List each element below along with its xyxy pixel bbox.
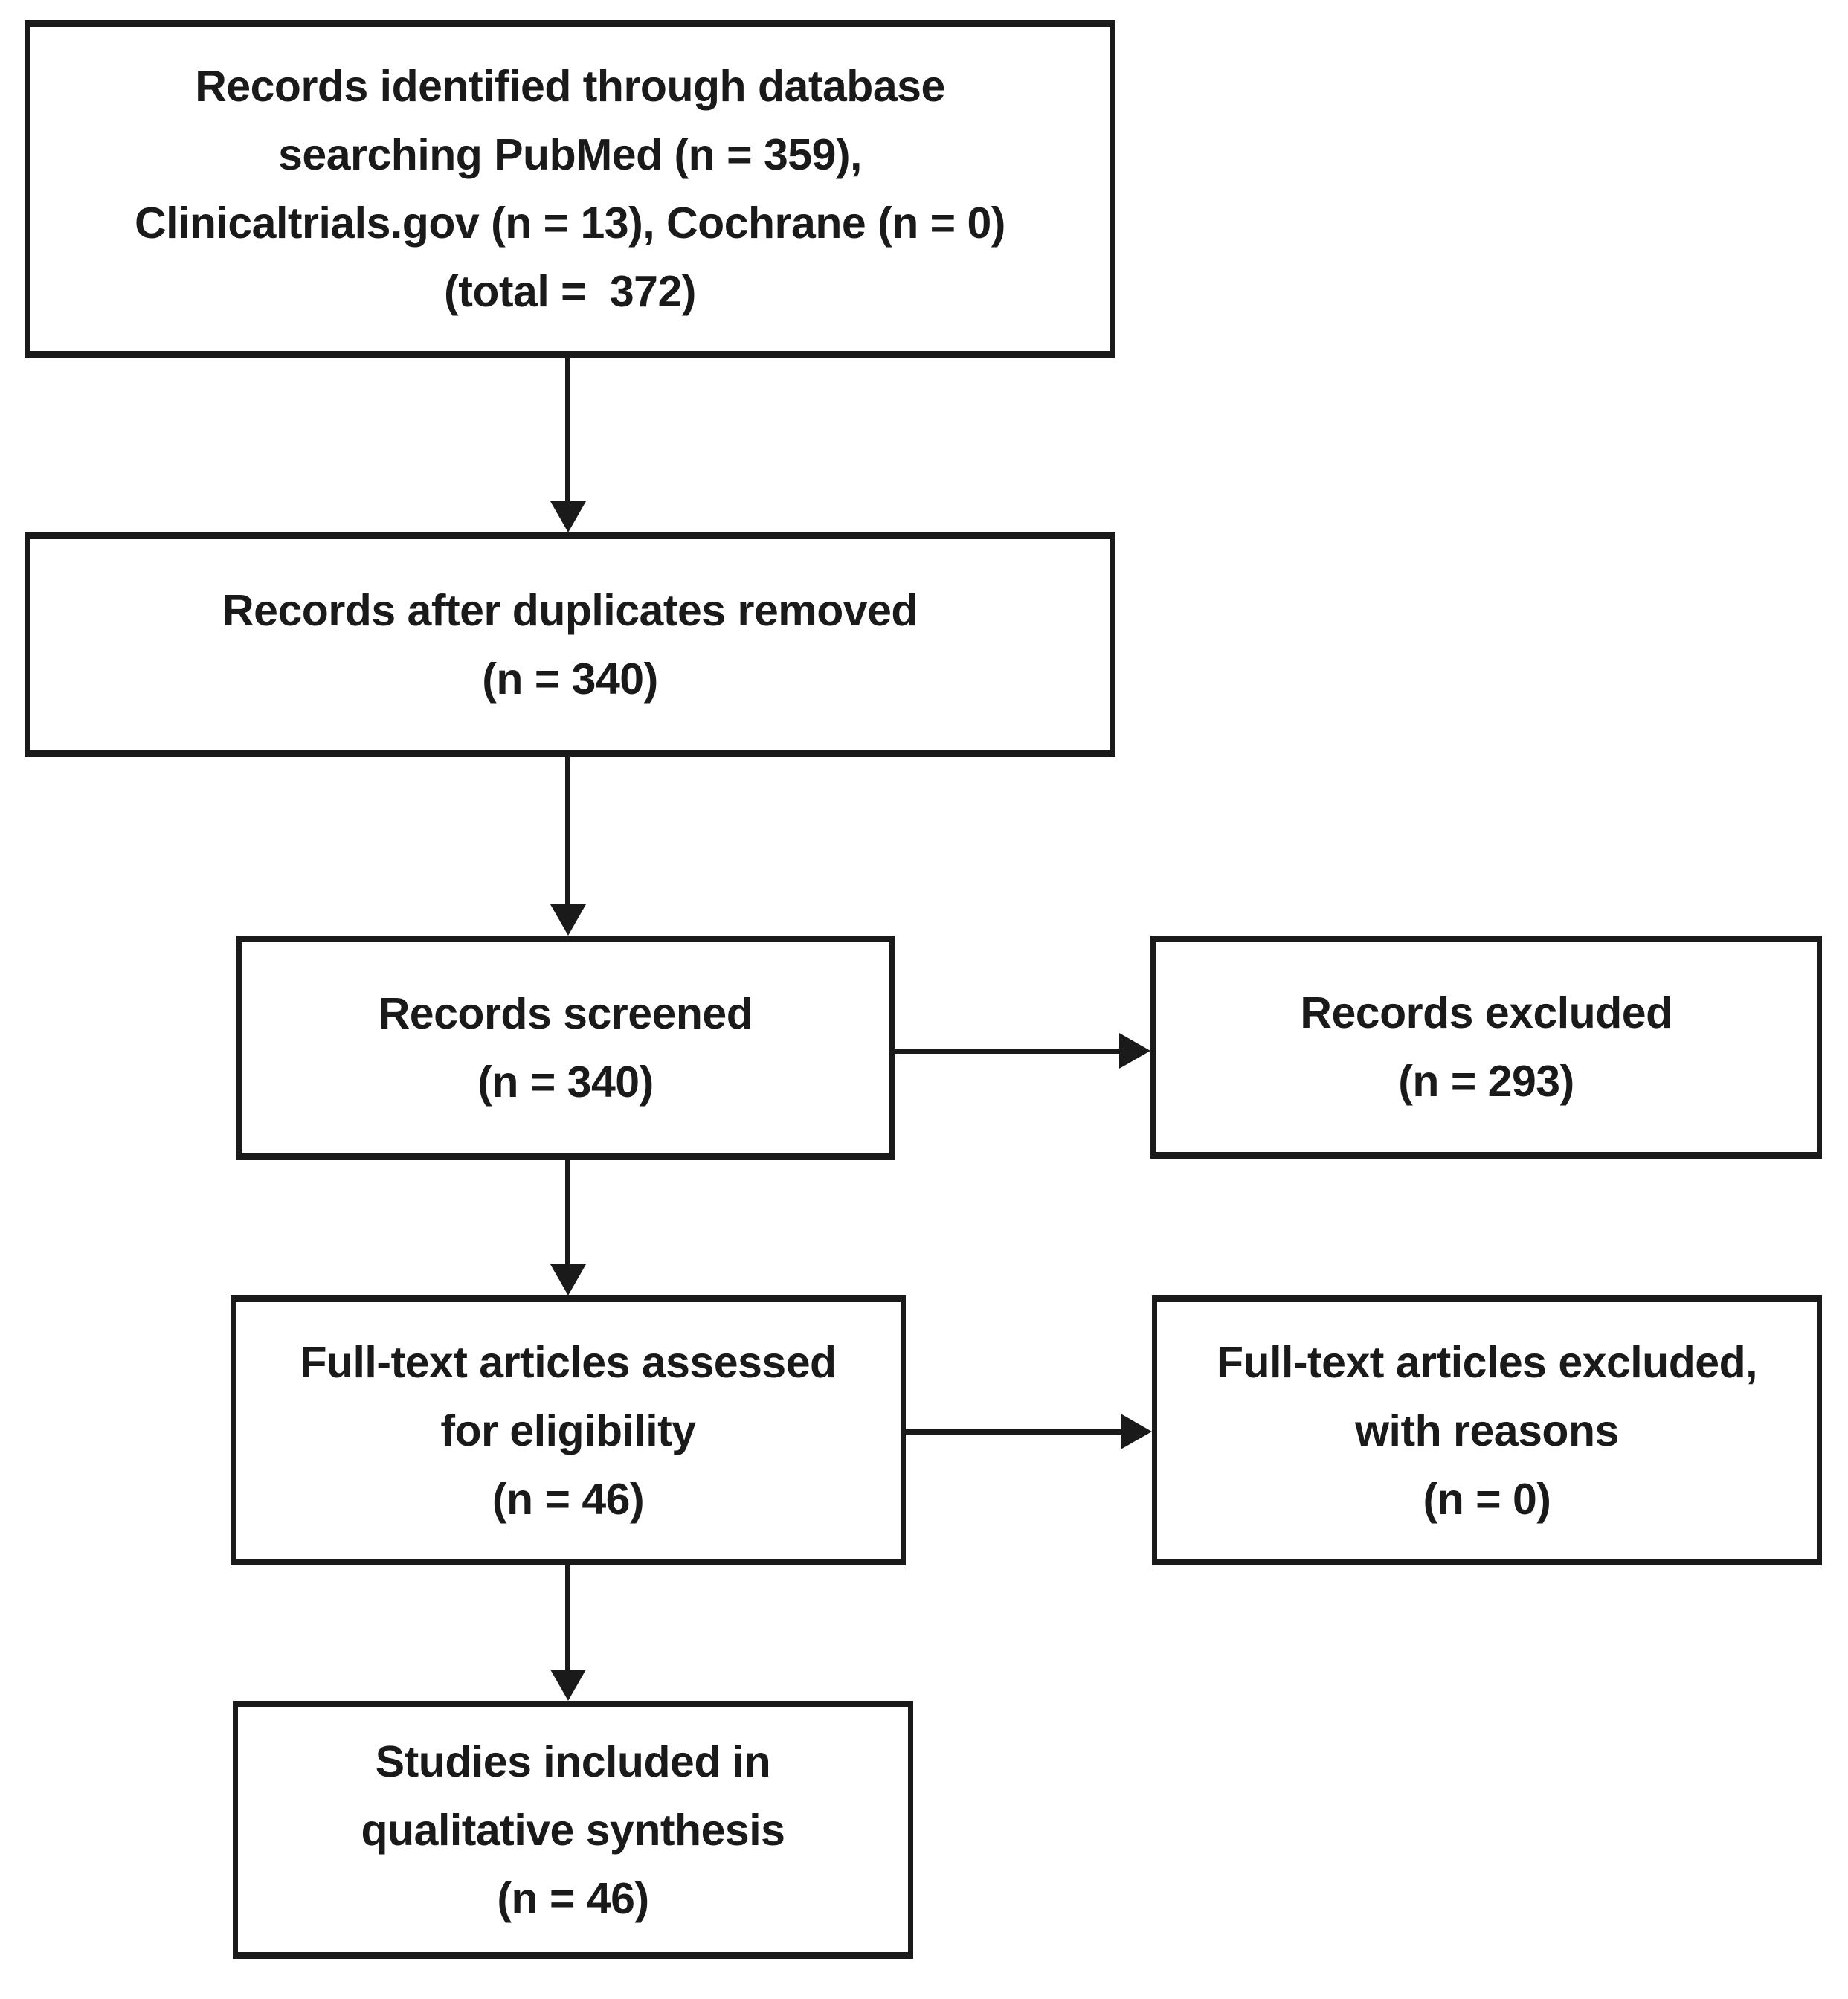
arrow-screened-to-excluded-line (895, 1049, 1121, 1054)
node-fulltext-articles-excluded: Full-text articles excluded, with reason… (1152, 1295, 1822, 1565)
arrow-screened-to-fulltext-line (565, 1160, 570, 1266)
node-studies-included-label: Studies included in qualitative synthesi… (361, 1736, 785, 1923)
arrow-right-icon (1121, 1414, 1152, 1449)
arrow-down-icon (550, 501, 586, 532)
node-records-after-duplicates-removed-label: Records after duplicates removed (n = 34… (222, 586, 918, 704)
node-records-screened-label: Records screened (n = 340) (378, 989, 753, 1107)
node-records-identified-label: Records identified through database sear… (135, 62, 1005, 316)
node-fulltext-articles-excluded-label: Full-text articles excluded, with reason… (1216, 1337, 1758, 1524)
arrow-deduplicated-to-screened-line (565, 757, 570, 906)
node-studies-included: Studies included in qualitative synthesi… (233, 1701, 913, 1959)
node-records-excluded: Records excluded (n = 293) (1150, 936, 1822, 1159)
node-records-screened: Records screened (n = 340) (236, 936, 895, 1160)
arrow-fulltext-to-included-line (565, 1565, 570, 1671)
node-fulltext-articles-assessed: Full-text articles assessed for eligibil… (231, 1295, 906, 1565)
arrow-down-icon (550, 1670, 586, 1701)
node-records-identified: Records identified through database sear… (25, 20, 1115, 358)
arrow-fulltext-to-fulltext-excluded-line (906, 1429, 1122, 1435)
arrow-down-icon (550, 904, 586, 936)
node-records-excluded-label: Records excluded (n = 293) (1300, 988, 1672, 1106)
node-records-after-duplicates-removed: Records after duplicates removed (n = 34… (25, 532, 1115, 757)
arrow-right-icon (1119, 1033, 1150, 1069)
node-fulltext-articles-assessed-label: Full-text articles assessed for eligibil… (300, 1337, 837, 1524)
arrow-identification-to-deduplicated-line (565, 358, 570, 504)
arrow-down-icon (550, 1264, 586, 1295)
